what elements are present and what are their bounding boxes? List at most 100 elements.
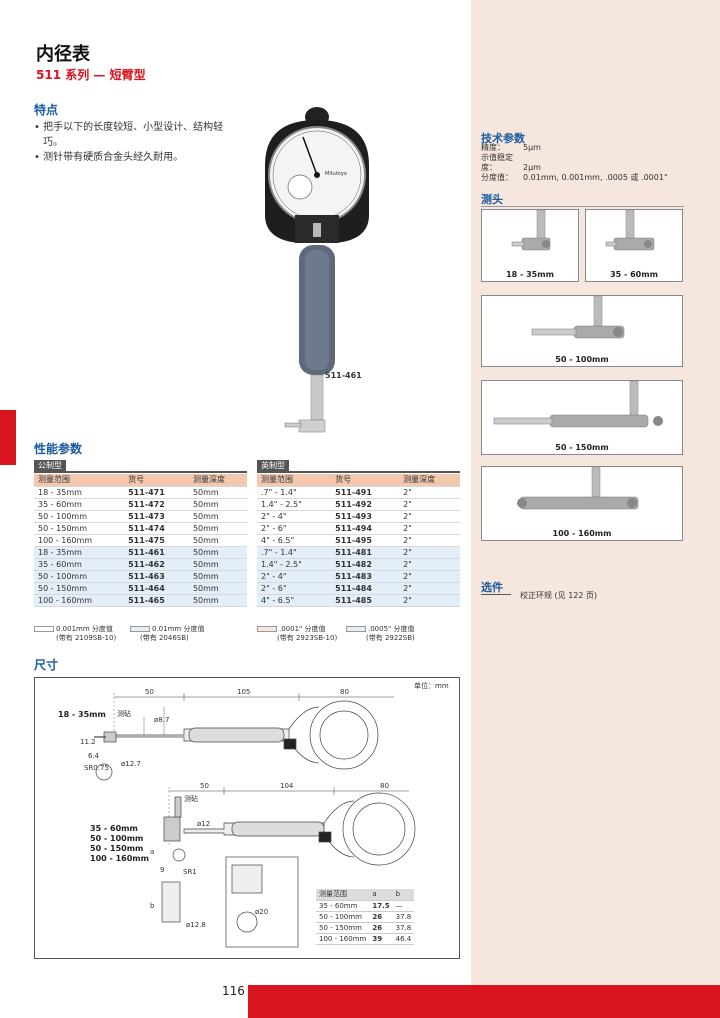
page-subtitle: 511 系列 — 短臂型 [36, 68, 146, 82]
dim-105-top: 105 [237, 688, 251, 696]
metric-legend-1: 0.001mm 分度值(带有 2109SB-10) [34, 625, 116, 643]
range-label-bottom: 35 - 60mm 50 - 100mm 50 - 150mm 100 - 16… [90, 824, 149, 864]
dim-sr1: SR1 [183, 868, 197, 876]
table-cell: 50mm [188, 522, 247, 535]
table-cell: 100 - 160mm [34, 534, 125, 547]
table-cell: 100 - 160mm [34, 594, 125, 607]
legend-label: 0.001mm 分度值 [56, 625, 113, 633]
probe-image-100-160: 100 - 160mm [481, 466, 683, 541]
bore-gauge-photo: Mitutoyo [265, 107, 369, 433]
dim-80-bottom: 80 [380, 782, 389, 790]
table-cell: 2" - 6" [257, 582, 332, 595]
probe-caption: 18 - 35mm [506, 270, 554, 279]
imperial-legend-2: .0005" 分度值(带有 2922SB) [346, 625, 415, 643]
probe-caption: 35 - 60mm [610, 270, 658, 279]
table-cell: 26 [369, 911, 393, 923]
legend-swatch [346, 626, 366, 632]
table-cell: .7" - 1.4" [257, 486, 332, 499]
dim-9: 9 [160, 866, 165, 874]
table-cell: 2" [399, 498, 460, 511]
table-cell: 511-492 [331, 498, 400, 511]
dim-sr075: SR0.75 [84, 764, 109, 772]
metric-tag: 公制型 [34, 460, 66, 471]
probe-caption: 100 - 160mm [552, 529, 612, 538]
legend-swatch [130, 626, 150, 632]
legend-note: (带有 2922SB) [366, 634, 415, 642]
spec-row: 分度值：0.01mm, 0.001mm, .0005 或 .0001" [481, 173, 668, 183]
table-cell: 26 [369, 922, 393, 934]
table-cell: 511-471 [124, 486, 189, 499]
table-cell: 50mm [188, 486, 247, 499]
metric-tag-line [34, 471, 247, 473]
legend-label: .0001" 分度值 [279, 625, 326, 633]
dim-phi20: ø20 [255, 908, 269, 916]
range-item: 35 - 60mm [90, 824, 138, 833]
tech-specs-list: 精度：5μm 示值稳定度：2μm 分度值：0.01mm, 0.001mm, .0… [481, 143, 668, 183]
legend-swatch [34, 626, 54, 632]
range-item: 50 - 150mm [90, 844, 144, 853]
table-cell: 511-481 [331, 546, 400, 559]
table-cell: 2" [399, 558, 460, 571]
header-cell: a [369, 889, 393, 901]
header-cell: 货号 [124, 474, 189, 487]
feature-item: 测针带有硬质合金头经久耐用。 [34, 150, 234, 165]
probe-image-35-60: 35 - 60mm [585, 209, 683, 282]
table-cell: 2" - 4" [257, 510, 332, 523]
range-item: 100 - 160mm [90, 854, 149, 863]
dim-50-top: 50 [145, 688, 154, 696]
probe-label-bottom: 测砧 [184, 795, 198, 803]
product-model-label: 511-461 [325, 371, 362, 380]
dimensions-heading: 尺寸 [34, 658, 59, 672]
page-title: 内径表 [36, 44, 90, 65]
dim-112: 11.2 [80, 738, 96, 746]
imperial-tag: 英制型 [257, 460, 289, 471]
feature-item: 把手以下的长度较短、小型设计、结构轻巧。 [34, 120, 234, 150]
table-cell: 50mm [188, 570, 247, 583]
table-cell: 50mm [188, 546, 247, 559]
section-tab-marker [0, 410, 16, 465]
table-cell: 2" - 6" [257, 522, 332, 535]
legend-note: (带有 2046SB) [140, 634, 189, 642]
spec-label: 精度： [481, 143, 505, 152]
table-cell: 17.5 [369, 900, 393, 912]
table-cell: 511-491 [331, 486, 400, 499]
table-cell: 50 - 150mm [34, 522, 125, 535]
spec-value: 5μm [523, 143, 541, 152]
table-cell: 1.4" - 2.5" [257, 558, 332, 571]
dim-50-bottom: 50 [200, 782, 209, 790]
imperial-tag-line [257, 471, 460, 473]
divider [481, 206, 684, 207]
legend-swatch [257, 626, 277, 632]
table-cell: 50mm [188, 594, 247, 607]
legend-note: (带有 2109SB-10) [56, 634, 117, 642]
spec-row: 精度： 5μm [481, 143, 668, 153]
table-cell: — [392, 900, 415, 912]
probe-label-top: 测砧 [117, 710, 131, 718]
table-cell: 2" [399, 570, 460, 583]
table-cell: 2" [399, 594, 460, 607]
dim-104-bottom: 104 [280, 782, 294, 790]
table-cell: 511-472 [124, 498, 189, 511]
table-cell: 50mm [188, 510, 247, 523]
table-cell: 35 - 60mm [34, 558, 125, 571]
header-cell: 测量范围 [316, 889, 370, 901]
table-cell: 2" - 4" [257, 570, 332, 583]
table-cell: 39 [369, 933, 393, 945]
table-cell: 2" [399, 546, 460, 559]
table-cell: 50 - 100mm [316, 911, 370, 923]
